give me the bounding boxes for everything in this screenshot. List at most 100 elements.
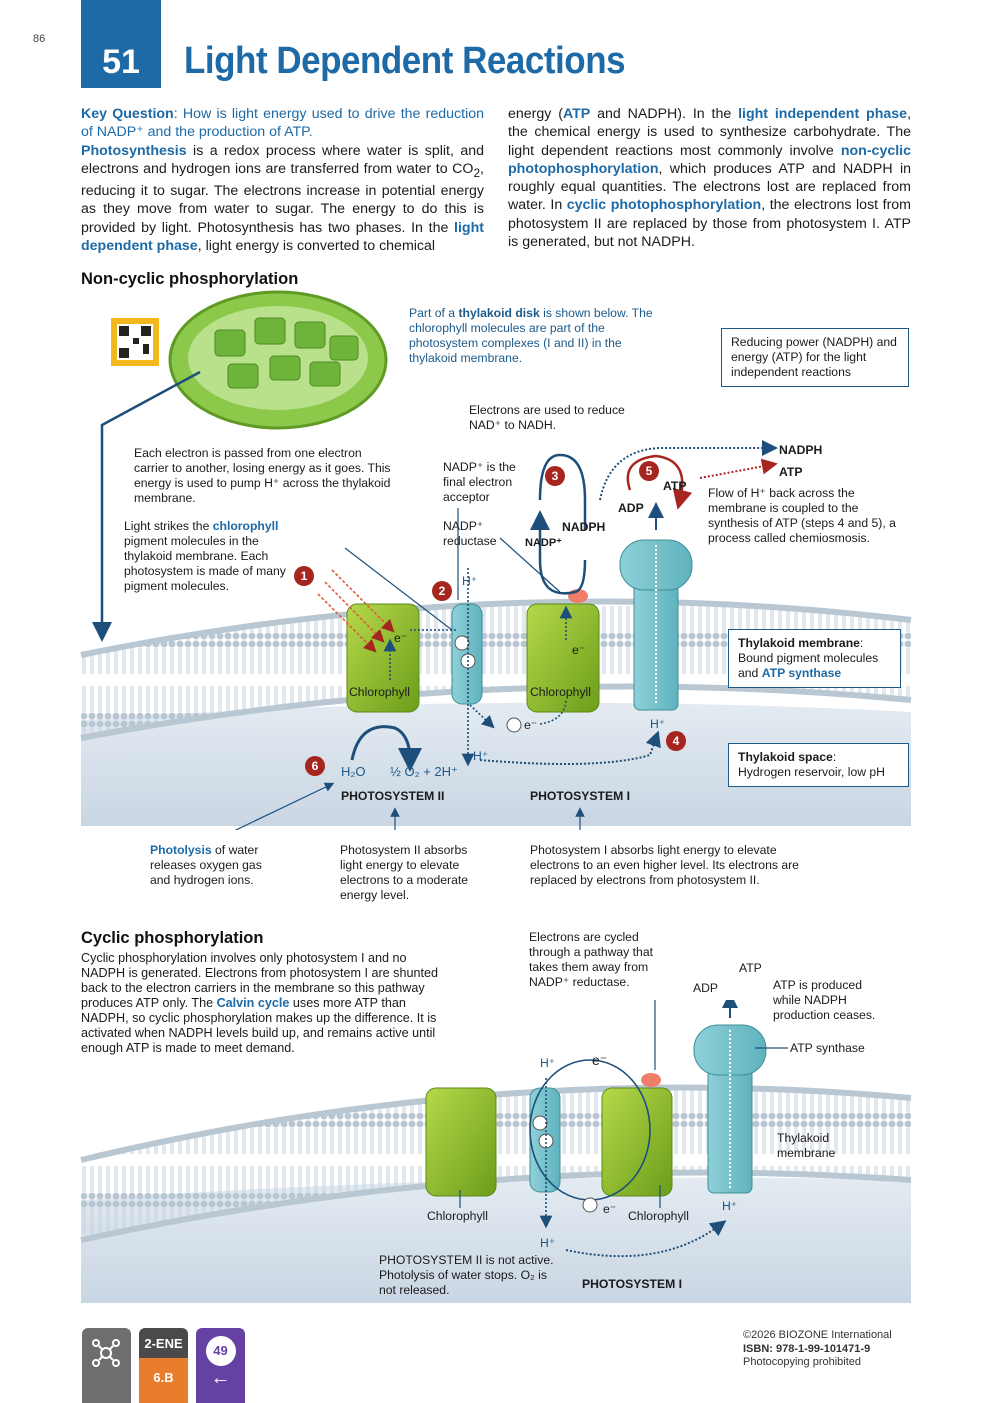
term-calvin-cycle: Calvin cycle <box>216 996 290 1010</box>
intro-text: , reducing it to sugar. The electrons in… <box>81 160 484 236</box>
text: Bound pigment molecules and <box>738 651 879 680</box>
thylakoid-note: Part of a thylakoid disk is shown below.… <box>409 306 659 366</box>
ps2-absorbs-label: Photosystem II absorbs light energy to e… <box>340 843 469 902</box>
term-chlorophyll: chlorophyll <box>212 519 279 533</box>
term-non-cyclic: non-cyclic photophosphorylation <box>508 142 911 177</box>
term-thylakoid-disk: thylakoid disk <box>458 306 540 320</box>
step-4-badge: 4 <box>666 731 686 751</box>
chlorophyll-ps1-label: Chlorophyll <box>530 685 591 699</box>
nadp-reductase-label: NADP⁺ reductase <box>443 519 497 548</box>
cyclic-electron-top: e⁻ <box>592 1052 608 1068</box>
linked-activity-tab[interactable]: 49 ← <box>196 1328 245 1403</box>
text: Cyclic phosphorylation involves only pho… <box>81 951 438 1010</box>
activity-number-badge: 51 <box>81 0 161 88</box>
text: Part of a <box>409 306 459 320</box>
thylakoid-space-callout: Thylakoid space: Hydrogen reservoir, low… <box>728 743 909 787</box>
thylakoid-membrane-label: Thylakoid membrane <box>777 1131 836 1160</box>
key-question-text: : How is light energy used to drive the … <box>81 106 484 141</box>
h-plus-synthase: H⁺ <box>650 717 666 731</box>
h-plus-top: H⁺ <box>462 574 478 588</box>
electrons-cycled-label: Electrons are cycled through a pathway t… <box>529 930 653 989</box>
noncyclic-heading: Non-cyclic phosphorylation <box>81 270 299 288</box>
nadp-final-acceptor-label: NADP⁺ is the final electron acceptor <box>443 460 516 504</box>
text: pigment molecules in the thylakoid membr… <box>124 534 286 593</box>
code-tab[interactable]: 2-ENE 6.B <box>139 1328 188 1403</box>
photosystem-ii-label: PHOTOSYSTEM II <box>341 789 445 803</box>
step-2-badge: 2 <box>432 581 452 601</box>
cyclic-description: Cyclic phosphorylation involves only pho… <box>81 951 451 1056</box>
page-title: Light Dependent Reactions <box>184 40 626 82</box>
cyclic-h-plus-top: H⁺ <box>540 1056 556 1070</box>
electrons-nad-label: Electrons are used to reduce NAD⁺ to NAD… <box>469 403 625 432</box>
page-number: 86 <box>33 33 46 45</box>
term-atp: ATP <box>562 106 591 122</box>
intro-column-right: energy (ATP and NADPH). In the light ind… <box>508 105 911 251</box>
intro-text: is a redox process where water is split,… <box>81 142 484 177</box>
thylakoid-membrane-callout: Thylakoid membrane: Bound pigment molecu… <box>728 629 901 688</box>
intro-text: energy ( <box>508 106 563 122</box>
key-question-label: Key Question <box>81 106 174 122</box>
intro-text: and NADPH). In the <box>590 106 739 122</box>
cyclic-atp-label: ATP <box>739 961 762 975</box>
light-strikes-label: Light strikes the chlorophyll pigment mo… <box>124 519 294 594</box>
electron-carrier-label: Each electron is passed from one electro… <box>134 446 391 505</box>
noncyclic-diagram <box>80 290 912 830</box>
cyclic-h-plus-synthase: H⁺ <box>722 1199 738 1213</box>
term-cyclic: cyclic photophosphorylation <box>566 197 762 214</box>
atp-produced-label: ATP is produced while NADPH production c… <box>773 978 876 1022</box>
cyclic-diagram <box>80 1000 912 1303</box>
step-3-badge: 3 <box>545 466 565 486</box>
callout-title: Thylakoid space <box>738 750 833 764</box>
text: is shown below. The chlorophyll molecule… <box>409 306 653 365</box>
nadph-label: NADPH <box>562 520 606 534</box>
atp-output: ATP <box>779 465 803 479</box>
term-light-dependent: light dependent phase <box>81 219 484 254</box>
chlorophyll-ps2-label: Chlorophyll <box>349 685 410 699</box>
code-2: 6.B <box>139 1358 188 1403</box>
nadph-output: NADPH <box>779 443 823 457</box>
intro-text: , the chemical energy is used to synthes… <box>508 106 912 159</box>
term-photolysis: Photolysis <box>150 843 212 857</box>
intro-text: , light energy is converted to chemical <box>197 237 436 254</box>
copyright-block: ©2026 BIOZONE International ISBN: 978-1-… <box>743 1329 892 1370</box>
arrow-left-icon: ← <box>210 1367 231 1389</box>
ps1-absorbs-label: Photosystem I absorbs light energy to el… <box>530 843 799 887</box>
cyclic-h-plus-space: H⁺ <box>540 1236 556 1250</box>
nadp-plus-label: NADP⁺ <box>525 537 562 549</box>
cyclic-ps1-label: PHOTOSYSTEM I <box>582 1277 682 1291</box>
photolysis-label: Photolysis of water releases oxygen gas … <box>150 843 280 888</box>
atp-label: ATP <box>663 479 687 493</box>
cyclic-adp-label: ADP <box>693 981 719 995</box>
link-number-badge: 49 <box>205 1336 236 1366</box>
h-plus-space: H⁺ <box>473 749 489 763</box>
cyclic-heading: Cyclic phosphorylation <box>81 929 264 947</box>
electron-carrier-e: e⁻ <box>524 718 538 732</box>
chemiosmosis-label: Flow of H⁺ back across the membrane is c… <box>708 486 896 545</box>
water-label: H₂O <box>341 764 366 779</box>
network-icon <box>92 1339 120 1367</box>
step-1-badge: 1 <box>294 566 314 586</box>
electron-ps2: e⁻ <box>394 631 408 645</box>
concept-map-tab[interactable] <box>82 1328 131 1403</box>
cyclic-chlorophyll-right: Chlorophyll <box>628 1209 689 1223</box>
text: Light strikes the <box>124 519 213 533</box>
term-light-independent: light independent phase <box>738 106 908 122</box>
text: uses more ATP than NADPH, so cyclic phos… <box>81 996 437 1055</box>
isbn: ISBN: 978-1-99-101471-9 <box>743 1342 871 1355</box>
atp-synthase-label: ATP synthase <box>790 1041 865 1055</box>
step-6-badge: 6 <box>305 756 325 776</box>
photocopy-notice: Photocopying prohibited <box>743 1356 862 1368</box>
step-5-badge: 5 <box>639 461 659 481</box>
callout-title: Thylakoid membrane <box>738 636 860 650</box>
reducing-power-callout: Reducing power (NADPH) and energy (ATP) … <box>721 328 909 387</box>
electron-ps1: e⁻ <box>572 643 586 657</box>
code-1: 2-ENE <box>144 1336 183 1351</box>
copyright: ©2026 BIOZONE International <box>743 1329 892 1341</box>
intro-column-left: Key Question: How is light energy used t… <box>81 105 484 255</box>
intro-text: , which produces ATP and NADPH in roughl… <box>508 160 911 214</box>
text: of water releases oxygen gas and hydroge… <box>150 843 262 887</box>
term-atp-synthase: ATP synthase <box>761 666 842 680</box>
intro-sub: 2 <box>473 165 481 180</box>
adp-label: ADP <box>618 501 644 515</box>
oxygen-label: ½ O₂ + 2H⁺ <box>390 764 458 779</box>
